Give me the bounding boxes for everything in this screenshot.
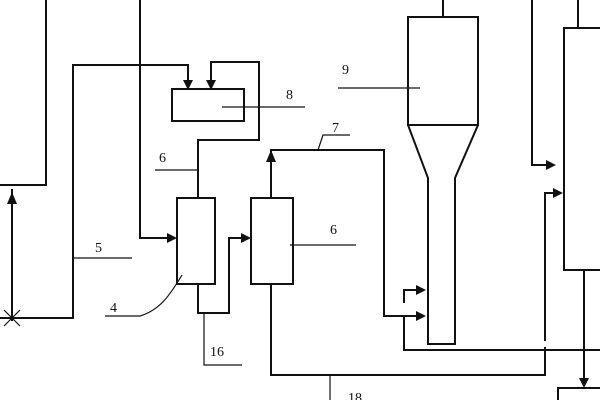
arrow-down-right <box>579 378 589 388</box>
right-bottom-box <box>557 387 600 400</box>
loop-8 <box>197 61 260 199</box>
line-18 <box>270 283 546 376</box>
right-line-b <box>544 192 557 341</box>
arrow-into-9-low <box>416 311 426 321</box>
label-6-unit: 6 <box>330 223 337 238</box>
tower-9-inlet <box>403 289 419 303</box>
right-column <box>563 27 600 271</box>
line-5 <box>0 64 189 319</box>
unit-6 <box>250 197 294 285</box>
label-8: 8 <box>286 88 293 103</box>
label-4: 4 <box>110 301 117 316</box>
arrow-right-b <box>553 188 563 198</box>
arrow-into-8-b <box>206 80 216 90</box>
tower-9-bottom-out <box>403 315 600 351</box>
feed-to-4 <box>139 0 171 239</box>
arrow-into-8-a <box>183 80 193 90</box>
leader-16 <box>203 313 242 366</box>
arrow-into-4 <box>167 233 177 243</box>
label-6-top: 6 <box>159 151 166 166</box>
leader-7 <box>317 134 350 151</box>
label-7: 7 <box>332 121 339 136</box>
arrow-into-9-high <box>416 285 426 295</box>
arrow-up-7 <box>266 150 276 162</box>
label-5: 5 <box>95 241 102 256</box>
label-18: 18 <box>348 391 362 400</box>
unit-8 <box>171 88 245 122</box>
right-line-a <box>531 0 549 166</box>
label-16: 16 <box>210 345 224 360</box>
leader-4 <box>105 274 183 317</box>
unit-4 <box>176 197 216 285</box>
line-16 <box>197 237 245 314</box>
arrow-right-a <box>546 160 556 170</box>
left-up-arrow <box>7 192 17 204</box>
arrow-into-6 <box>241 233 251 243</box>
left-top-line <box>0 0 47 186</box>
tower-9 <box>407 16 479 345</box>
line-7 <box>270 149 419 317</box>
label-9: 9 <box>342 63 349 78</box>
